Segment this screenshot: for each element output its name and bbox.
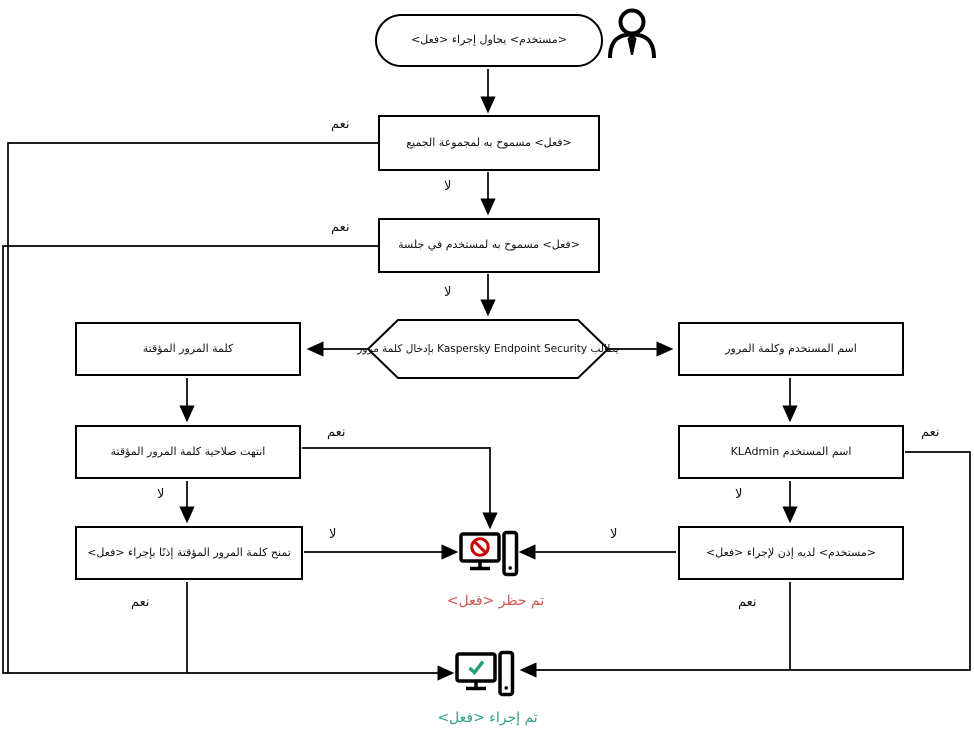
edge-label-expired-no: لا: [157, 487, 165, 502]
box-temporary-password: كلمة المرور المؤقتة: [75, 322, 301, 376]
edge-label-kladmin-no: لا: [735, 487, 743, 502]
box-label: كلمة المرور المؤقتة: [142, 341, 234, 355]
edge-label-grant-no: لا: [329, 527, 337, 542]
edge-label-perm-yes: نعم: [738, 595, 757, 610]
box-label: يطالب Kaspersky Endpoint Security بإدخال…: [357, 343, 619, 355]
user-icon: [608, 8, 656, 59]
box-label: <مستخدم> لديه إذن لإجراء <فعل>: [706, 545, 876, 559]
edge-kladmin-yes: [519, 451, 971, 678]
action-blocked-computer-icon: [459, 530, 519, 577]
box-label: اسم المستخدم وكلمة المرور: [725, 341, 857, 355]
box-label: <فعل> مسموح به لمجموعة الجميع: [406, 135, 572, 149]
connectors: [2, 69, 971, 681]
password-prompt-hexagon: [366, 319, 610, 379]
edge-label-perm-no: لا: [610, 527, 618, 542]
edge-label-grant-yes: نعم: [131, 595, 150, 610]
box-action-allowed-session: <فعل> مسموح به لمستخدم في جلسة: [378, 218, 600, 273]
edge-label-session-no: لا: [444, 285, 452, 300]
start-node-label: <مستخدم> يحاول إجراء <فعل>: [411, 33, 567, 47]
box-label: اسم المستخدم KLAdmin: [730, 444, 852, 458]
edge-everyone-yes: [7, 142, 455, 681]
start-node: <مستخدم> يحاول إجراء <فعل>: [375, 14, 603, 67]
box-password-prompt: يطالب Kaspersky Endpoint Security بإدخال…: [357, 331, 619, 367]
edge-label-kladmin-yes: نعم: [921, 425, 940, 440]
box-temp-password-grants-permission: تمنح كلمة المرور المؤقتة إذنًا بإجراء <ف…: [75, 526, 303, 580]
box-label: <فعل> مسموح به لمستخدم في جلسة: [398, 238, 580, 252]
box-user-has-permission: <مستخدم> لديه إذن لإجراء <فعل>: [678, 526, 904, 580]
edge-label-expired-yes: نعم: [327, 425, 346, 440]
blocked-sign-icon: [470, 537, 490, 557]
action-performed-computer-icon: [455, 650, 515, 697]
box-label: انتهت صلاحية كلمة المرور المؤقتة: [110, 444, 266, 458]
edge-label-everyone-no: لا: [444, 179, 452, 194]
edge-label-everyone-yes: نعم: [331, 117, 350, 132]
box-action-allowed-everyone: <فعل> مسموح به لمجموعة الجميع: [378, 115, 600, 171]
check-icon: [468, 660, 485, 675]
action-blocked-label: تم حظر <فعل>: [446, 593, 545, 609]
action-performed-label: تم إجراء <فعل>: [437, 710, 538, 726]
box-username-and-password: اسم المستخدم وكلمة المرور: [678, 322, 904, 376]
box-username-kladmin: اسم المستخدم KLAdmin: [678, 425, 904, 479]
edge-expired-yes: [302, 447, 498, 530]
edge-session-yes: [2, 245, 378, 674]
box-temp-password-expired: انتهت صلاحية كلمة المرور المؤقتة: [75, 425, 301, 479]
edge-label-session-yes: نعم: [331, 220, 350, 235]
box-label: تمنح كلمة المرور المؤقتة إذنًا بإجراء <ف…: [87, 545, 291, 559]
